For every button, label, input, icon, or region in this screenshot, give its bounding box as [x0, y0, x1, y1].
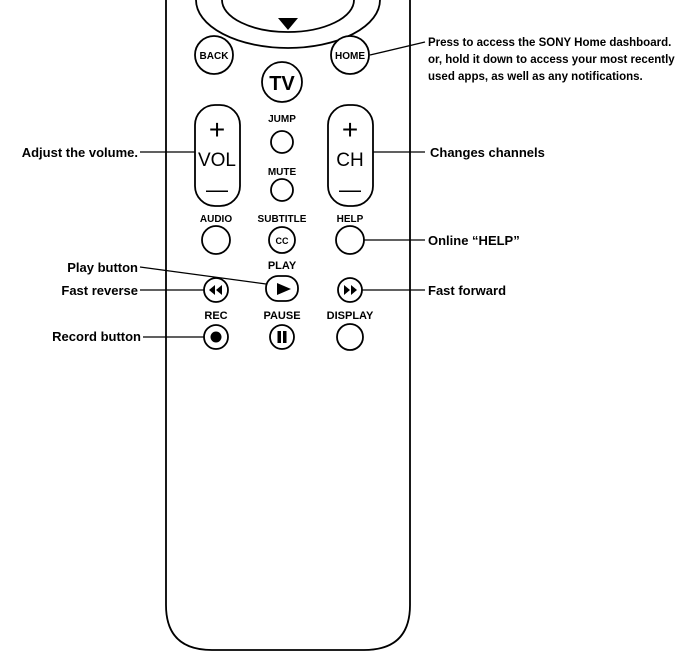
volume-callout: Adjust the volume.	[22, 145, 138, 160]
vol-label: VOL	[198, 150, 236, 171]
display-label: DISPLAY	[327, 310, 374, 322]
subtitle-label: SUBTITLE	[258, 214, 307, 225]
record-callout: Record button	[52, 329, 141, 344]
ch-label: CH	[336, 150, 363, 171]
rec-label: REC	[204, 310, 227, 322]
fast-forward-button[interactable]	[337, 277, 363, 303]
pause-button[interactable]	[269, 324, 295, 350]
cc-icon: CC	[276, 236, 289, 246]
tv-button[interactable]: TV	[261, 61, 303, 103]
rewind-button[interactable]	[203, 277, 229, 303]
pause-icon	[277, 331, 287, 343]
dpad-ring[interactable]	[195, 0, 381, 49]
tv-button-label: TV	[269, 73, 295, 95]
back-button-label: BACK	[200, 51, 230, 62]
mute-label: MUTE	[268, 167, 297, 178]
home-callout-line1: Press to access the SONY Home dashboard.	[428, 37, 671, 49]
channel-rocker[interactable]: + CH —	[327, 104, 374, 207]
audio-button[interactable]	[201, 225, 231, 255]
vol-plus-icon[interactable]: +	[209, 114, 225, 145]
play-callout: Play button	[67, 260, 138, 275]
play-callout-line	[139, 266, 267, 285]
help-button[interactable]	[335, 225, 365, 255]
back-button[interactable]: BACK	[194, 35, 234, 75]
record-button[interactable]	[203, 324, 229, 350]
play-button[interactable]	[265, 275, 299, 302]
ch-minus-icon[interactable]: —	[339, 177, 361, 202]
pause-label: PAUSE	[263, 310, 300, 322]
home-callout-line2: or, hold it down to access your most rec…	[428, 54, 675, 66]
volume-rocker[interactable]: + VOL —	[194, 104, 241, 207]
mute-button[interactable]	[270, 178, 294, 202]
audio-label: AUDIO	[200, 214, 232, 225]
down-arrow-icon[interactable]	[278, 18, 298, 30]
fast-forward-callout: Fast forward	[428, 283, 506, 298]
home-callout-line	[369, 41, 426, 56]
display-button[interactable]	[336, 323, 364, 351]
vol-minus-icon[interactable]: —	[206, 177, 228, 202]
home-callout-line3: used apps, as well as any notifications.	[428, 71, 643, 83]
play-icon	[277, 283, 291, 295]
jump-label: JUMP	[268, 114, 296, 125]
play-label: PLAY	[268, 260, 297, 272]
remote-body	[165, 0, 411, 651]
help-label: HELP	[337, 214, 364, 225]
help-callout: Online “HELP”	[428, 233, 520, 248]
home-button[interactable]: HOME	[330, 35, 370, 75]
channels-callout: Changes channels	[430, 145, 545, 160]
home-button-label: HOME	[335, 51, 365, 62]
ch-plus-icon[interactable]: +	[342, 114, 358, 145]
fast-reverse-callout: Fast reverse	[61, 283, 138, 298]
jump-button[interactable]	[270, 130, 294, 154]
rewind-icon	[209, 285, 222, 295]
record-icon	[210, 331, 222, 343]
subtitle-button[interactable]: CC	[268, 226, 296, 254]
fast-forward-icon	[344, 285, 357, 295]
